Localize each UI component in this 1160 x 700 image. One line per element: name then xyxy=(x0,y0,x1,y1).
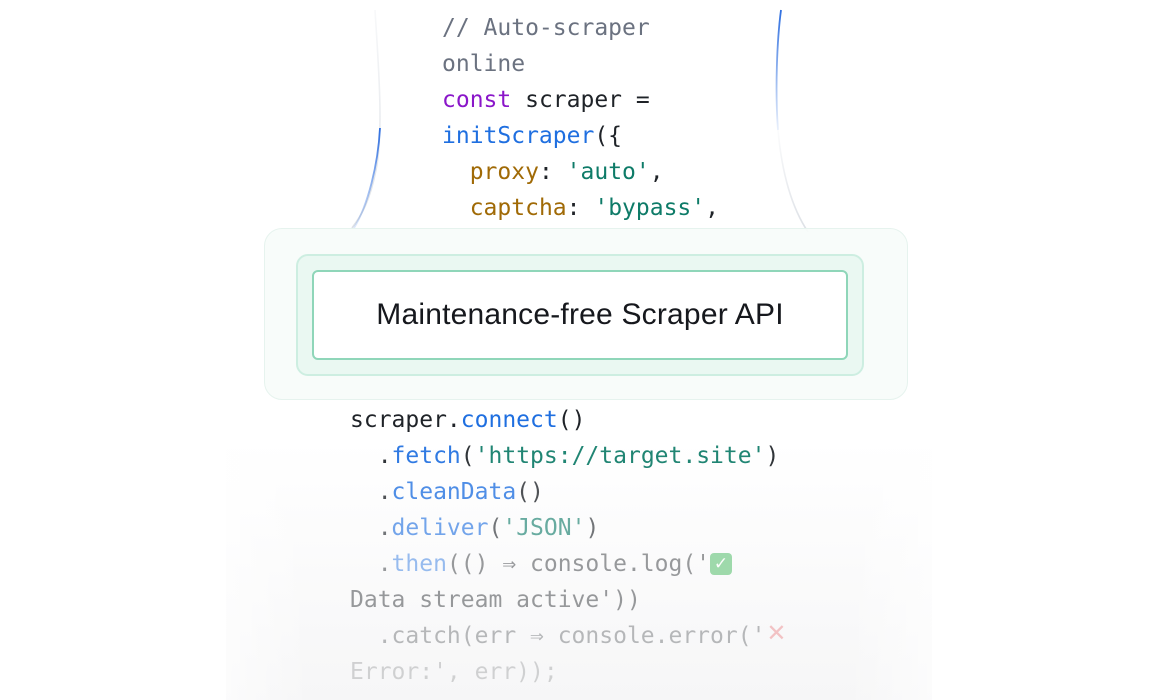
code-text: () xyxy=(557,407,586,433)
code-line: .cleanData() xyxy=(350,474,787,510)
code-property: proxy xyxy=(469,159,539,185)
code-text: ( xyxy=(460,443,475,469)
code-text: ) xyxy=(765,443,780,469)
code-line: .deliver('JSON') xyxy=(350,510,787,546)
code-line: Data stream active')) xyxy=(350,582,787,618)
code-text: ) xyxy=(585,515,600,541)
code-string: 'JSON' xyxy=(502,515,586,541)
code-snippet-pipeline: scraper.connect() .fetch('https://target… xyxy=(350,402,787,690)
code-text: . xyxy=(350,551,392,577)
check-mark-emoji-icon: ✓ xyxy=(710,553,733,575)
code-text: Data stream active')) xyxy=(350,587,641,613)
code-line: online xyxy=(442,46,719,82)
left-gray-curve xyxy=(351,9,381,229)
code-text: scraper = xyxy=(511,87,650,113)
code-text: . xyxy=(350,479,392,505)
code-text: , xyxy=(705,195,719,221)
code-line: scraper.connect() xyxy=(350,402,787,438)
code-line: .then(() ⇒ console.log('✓ xyxy=(350,546,787,582)
code-line: proxy: 'auto', xyxy=(442,154,719,190)
code-function: then xyxy=(391,551,447,577)
code-line: const scraper = xyxy=(442,82,719,118)
code-function: deliver xyxy=(391,515,489,541)
code-text: () xyxy=(516,479,544,505)
code-string: 'auto' xyxy=(566,159,650,185)
code-text: scraper. xyxy=(350,407,461,433)
code-line: // Auto-scraper xyxy=(442,10,719,46)
code-comment: // Auto-scraper xyxy=(442,15,650,41)
right-gray-curve xyxy=(777,129,809,233)
code-line: Error:', err)); xyxy=(350,654,787,690)
product-card: Maintenance-free Scraper API xyxy=(312,270,848,360)
code-text: : xyxy=(538,159,567,185)
code-string: 'https://target.site' xyxy=(474,443,766,469)
code-comment: online xyxy=(442,51,526,77)
code-text: : xyxy=(566,195,595,221)
code-property: captcha xyxy=(469,195,567,221)
code-text: ({ xyxy=(594,123,623,149)
cross-mark-emoji-icon: ✕ xyxy=(766,619,787,647)
code-text: . xyxy=(350,515,392,541)
code-text: Error:', err)); xyxy=(350,659,558,685)
code-text: .catch(err ⇒ console.error(' xyxy=(350,623,766,649)
code-text: (() ⇒ console.log(' xyxy=(446,551,711,577)
code-text: , xyxy=(649,159,664,185)
code-function: fetch xyxy=(391,443,461,469)
code-function: connect xyxy=(460,407,558,433)
code-function: cleanData xyxy=(391,479,517,505)
code-line: .catch(err ⇒ console.error('✕ xyxy=(350,618,787,654)
code-text: . xyxy=(350,443,392,469)
code-text: ( xyxy=(488,515,503,541)
right-blue-curve xyxy=(775,9,782,131)
code-string: 'bypass' xyxy=(594,195,706,221)
code-keyword: const xyxy=(442,87,512,113)
code-line: initScraper({ xyxy=(442,118,719,154)
left-blue-curve xyxy=(353,127,381,229)
product-card-title: Maintenance-free Scraper API xyxy=(376,298,784,331)
code-function: initScraper xyxy=(442,123,595,149)
code-line: captcha: 'bypass', xyxy=(442,190,719,226)
code-line: .fetch('https://target.site') xyxy=(350,438,787,474)
